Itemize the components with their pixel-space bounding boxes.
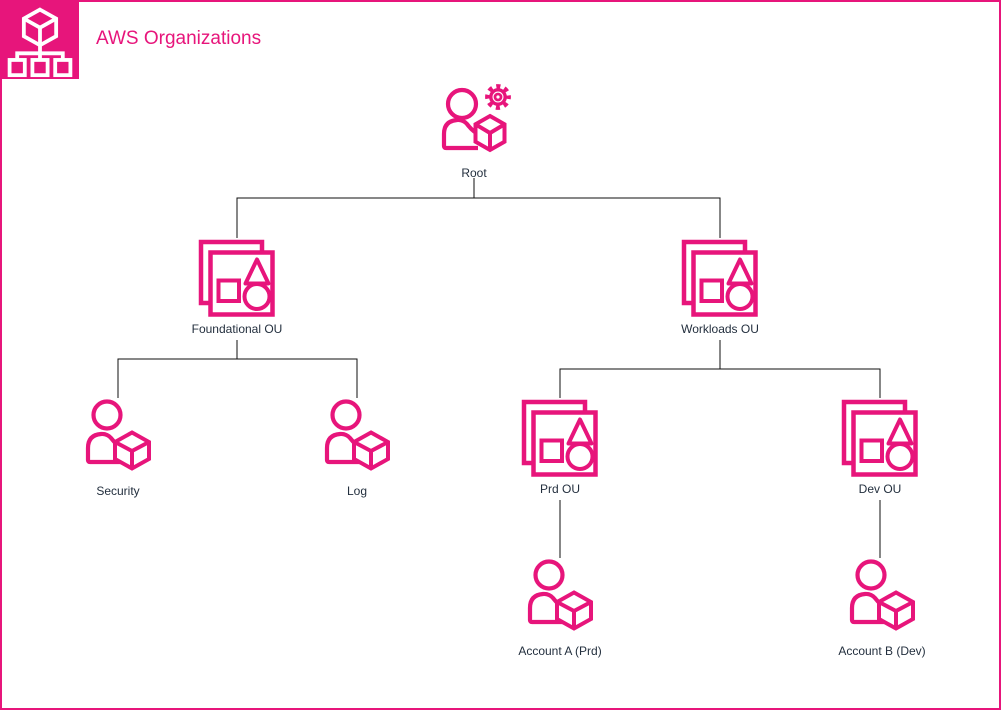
connector-foundational-to-accounts — [117, 340, 358, 398]
node-label: Log — [346, 484, 368, 498]
organizational-unit-icon — [680, 238, 760, 318]
node-label: Workloads OU — [681, 322, 759, 336]
connector-workloads-to-ous — [559, 340, 881, 398]
node-dev-ou: Dev OU — [810, 398, 950, 496]
management-account-icon — [434, 82, 514, 154]
connector-root-to-ous — [236, 178, 721, 238]
node-label: Prd OU — [539, 482, 580, 496]
organizational-unit-icon — [520, 398, 600, 478]
node-account-a: Account A (Prd) — [490, 558, 630, 658]
node-account-b: Account B (Dev) — [812, 558, 952, 658]
node-label: Foundational OU — [191, 322, 283, 336]
page-title: AWS Organizations — [96, 28, 262, 49]
aws-organizations-logo — [0, 0, 79, 79]
node-security-account: Security — [48, 398, 188, 498]
account-icon — [319, 398, 395, 472]
node-label: Account B (Dev) — [838, 644, 926, 658]
account-icon — [80, 398, 156, 472]
node-root: Root — [404, 82, 544, 180]
node-label: Root — [461, 166, 487, 180]
organizational-unit-icon — [840, 398, 920, 478]
node-label: Account A (Prd) — [518, 644, 602, 658]
node-prd-ou: Prd OU — [490, 398, 630, 496]
account-icon — [844, 558, 920, 632]
node-foundational-ou: Foundational OU — [167, 238, 307, 336]
node-label: Security — [96, 484, 140, 498]
node-label: Dev OU — [858, 482, 902, 496]
node-log-account: Log — [287, 398, 427, 498]
organizational-unit-icon — [197, 238, 277, 318]
account-icon — [522, 558, 598, 632]
node-workloads-ou: Workloads OU — [650, 238, 790, 336]
